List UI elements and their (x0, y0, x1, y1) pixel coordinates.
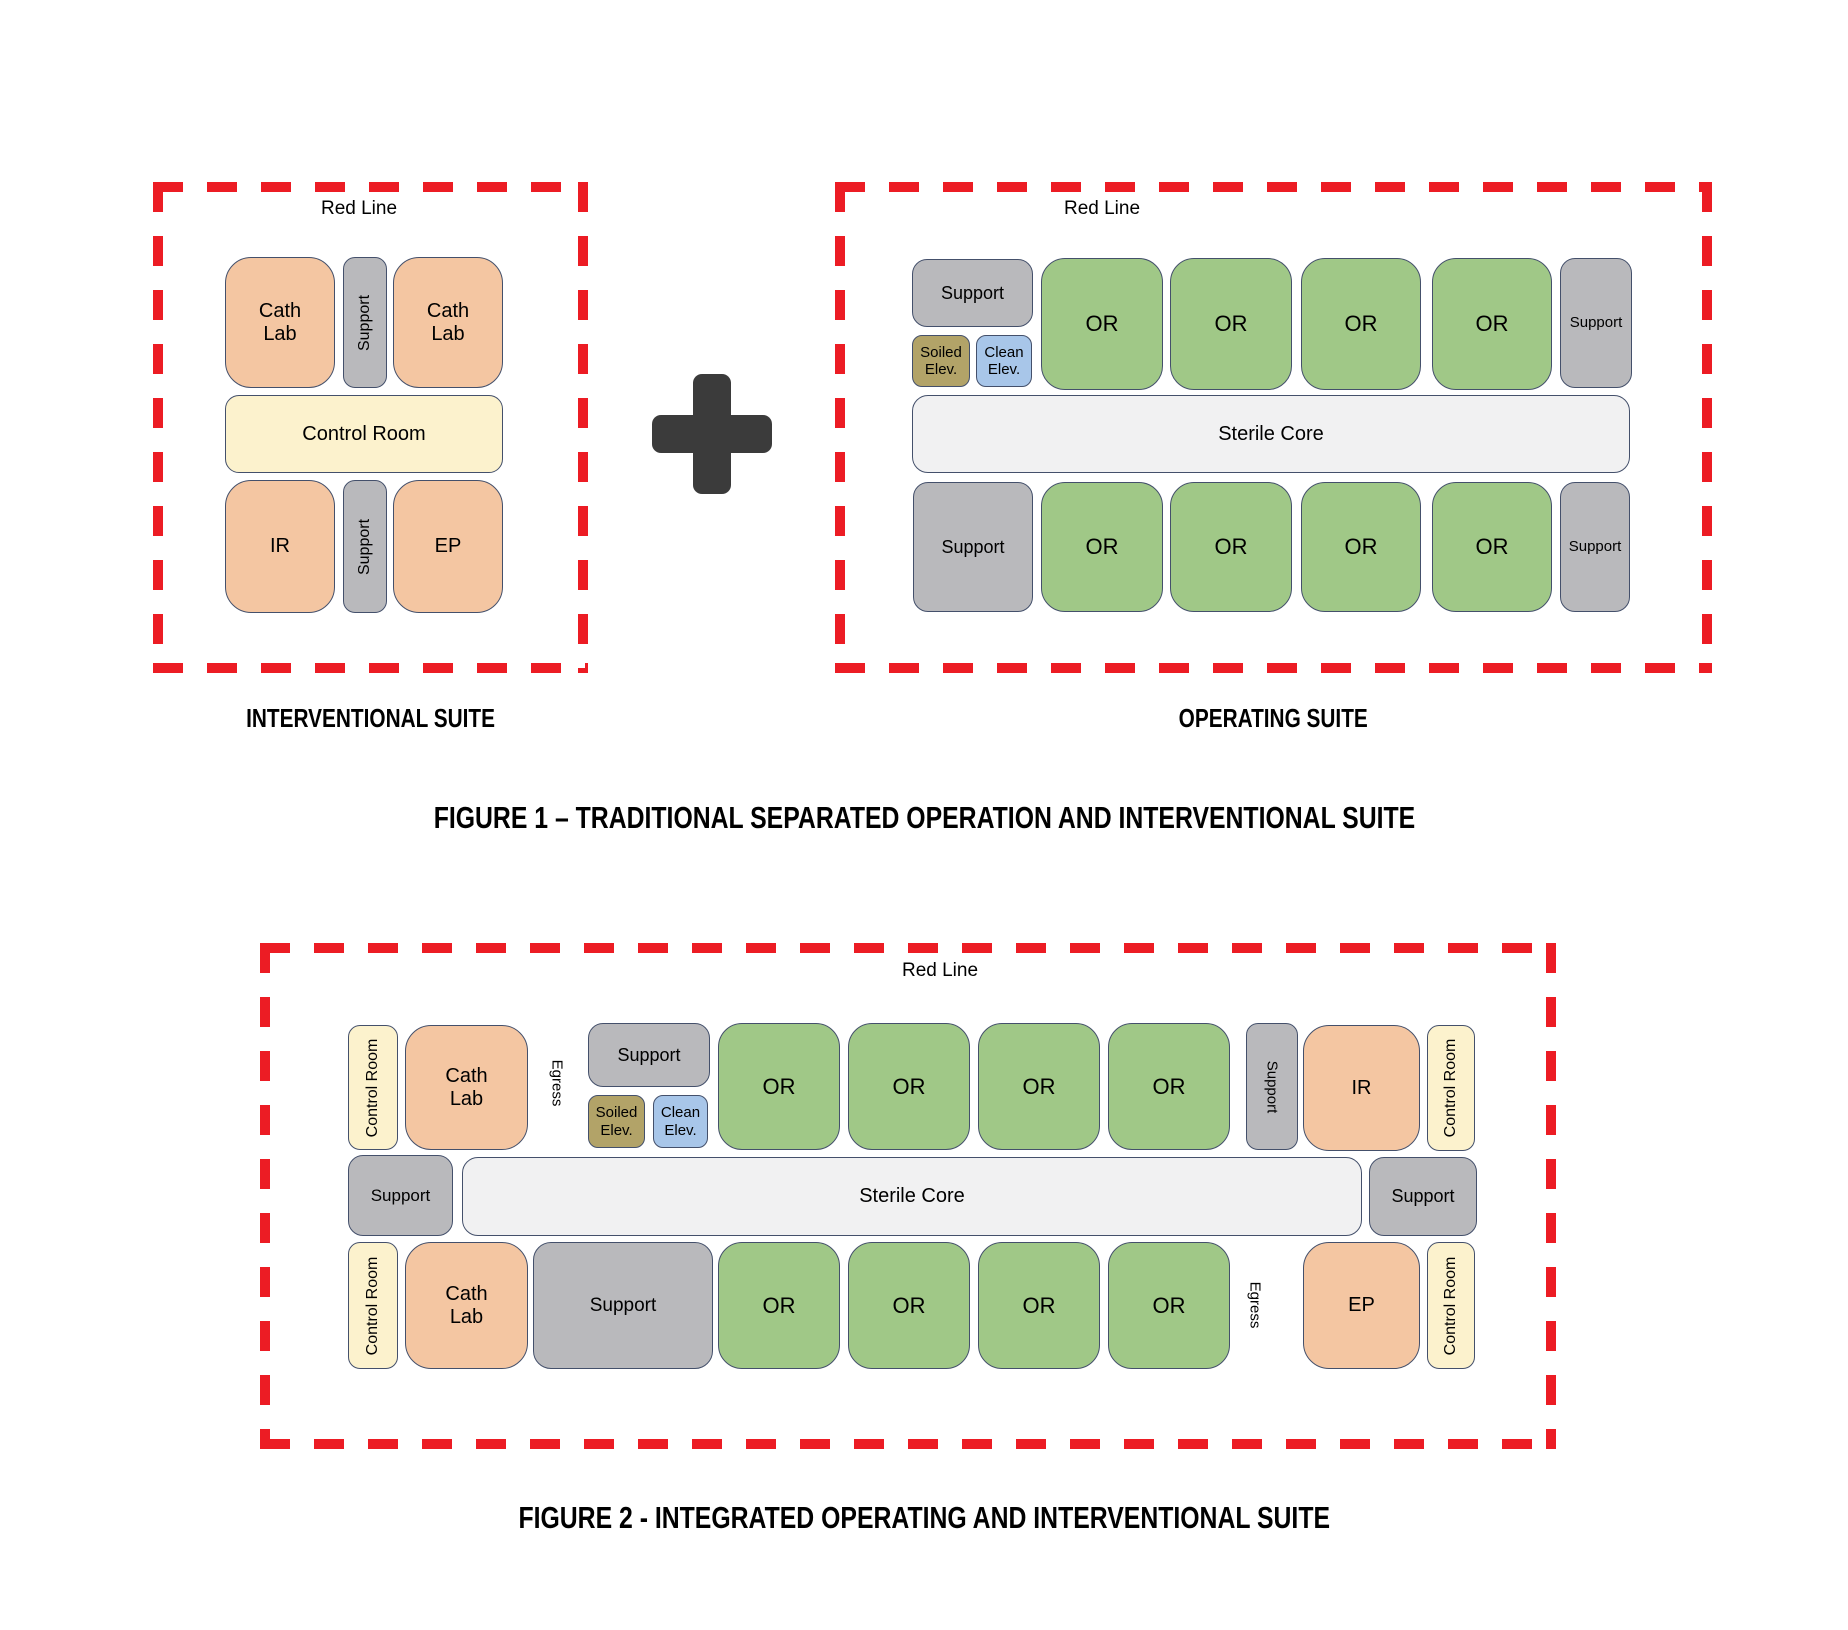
room-or: OR (1301, 258, 1421, 390)
red-line-border-right (1546, 943, 1556, 1449)
room-or: OR (1170, 258, 1292, 390)
room-or: OR (1108, 1242, 1230, 1369)
room-or: OR (1170, 482, 1292, 612)
interventional-suite-title: INTERVENTIONAL SUITE (246, 703, 495, 733)
red-line-label: Red Line (901, 960, 979, 981)
room-support: Support (1560, 258, 1632, 388)
egress-label: Egress (548, 1059, 566, 1107)
support-label: Support (355, 518, 373, 575)
red-line-border-right (578, 182, 588, 673)
room-support: Support (348, 1155, 453, 1236)
room-cath-lab: Cath Lab (405, 1242, 528, 1369)
room-support: Support (343, 480, 387, 613)
room-control-room: Control Room (348, 1242, 398, 1369)
red-line-border-bottom (260, 1439, 1556, 1449)
room-ir: IR (1303, 1025, 1420, 1151)
room-soiled-elevator: Soiled Elev. (588, 1095, 645, 1148)
room-clean-elevator: Clean Elev. (653, 1095, 708, 1148)
room-or: OR (1432, 482, 1552, 612)
room-support: Support (588, 1023, 710, 1087)
red-line-border-left (153, 182, 163, 673)
room-support: Support (913, 482, 1033, 612)
red-line-border-right (1702, 182, 1712, 673)
red-line-border-left (260, 943, 270, 1449)
figure2-caption: FIGURE 2 - INTEGRATED OPERATING AND INTE… (518, 1500, 1330, 1535)
red-line-label: Red Line (1063, 198, 1141, 219)
room-support: Support (912, 259, 1033, 327)
room-control-room: Control Room (1427, 1242, 1475, 1369)
room-or: OR (978, 1023, 1100, 1150)
room-support: Support (533, 1242, 713, 1369)
room-soiled-elevator: Soiled Elev. (912, 335, 970, 387)
control-room-label: Control Room (363, 1038, 381, 1137)
red-line-border-left (835, 182, 845, 673)
room-ir: IR (225, 480, 335, 613)
room-support: Support (1246, 1023, 1298, 1150)
plus-icon (652, 374, 772, 494)
red-line-border-top (153, 182, 588, 192)
room-sterile-core: Sterile Core (912, 395, 1630, 473)
room-or: OR (1041, 482, 1163, 612)
room-cath-lab: Cath Lab (405, 1025, 528, 1150)
room-or: OR (848, 1023, 970, 1150)
room-sterile-core: Sterile Core (462, 1157, 1362, 1236)
control-room-label: Control Room (1441, 1038, 1459, 1138)
room-control-room: Control Room (348, 1025, 398, 1150)
room-control-room: Control Room (1427, 1025, 1475, 1151)
room-support: Support (1560, 482, 1630, 612)
room-or: OR (1432, 258, 1552, 390)
room-control-room: Control Room (225, 395, 503, 473)
red-line-label: Red Line (320, 198, 398, 219)
operating-suite-box: Red Line Support Soiled Elev. Clean Elev… (835, 182, 1712, 673)
room-support: Support (343, 257, 387, 388)
room-ep: EP (1303, 1242, 1420, 1369)
red-line-border-bottom (153, 663, 588, 673)
room-or: OR (978, 1242, 1100, 1369)
room-or: OR (718, 1023, 840, 1150)
figure1-caption: FIGURE 1 – TRADITIONAL SEPARATED OPERATI… (433, 800, 1415, 835)
room-or: OR (1108, 1023, 1230, 1150)
room-clean-elevator: Clean Elev. (976, 335, 1032, 387)
egress-label: Egress (1246, 1281, 1264, 1329)
interventional-suite-box: Red Line Cath Lab Support Cath Lab Contr… (153, 182, 588, 673)
red-line-border-top (260, 943, 1556, 953)
room-or: OR (1301, 482, 1421, 612)
room-cath-lab: Cath Lab (393, 257, 503, 388)
room-support: Support (1369, 1157, 1477, 1236)
integrated-suite-box: Red Line Control Room Cath Lab Egress Su… (260, 943, 1556, 1449)
support-label: Support (355, 294, 373, 351)
control-room-label: Control Room (1441, 1256, 1459, 1355)
room-cath-lab: Cath Lab (225, 257, 335, 388)
red-line-border-bottom (835, 663, 1712, 673)
room-or: OR (1041, 258, 1163, 390)
support-label: Support (1263, 1060, 1281, 1113)
red-line-border-top (835, 182, 1712, 192)
control-room-label: Control Room (363, 1256, 381, 1355)
room-or: OR (718, 1242, 840, 1369)
room-ep: EP (393, 480, 503, 613)
operating-suite-title: OPERATING SUITE (1178, 703, 1369, 733)
room-or: OR (848, 1242, 970, 1369)
